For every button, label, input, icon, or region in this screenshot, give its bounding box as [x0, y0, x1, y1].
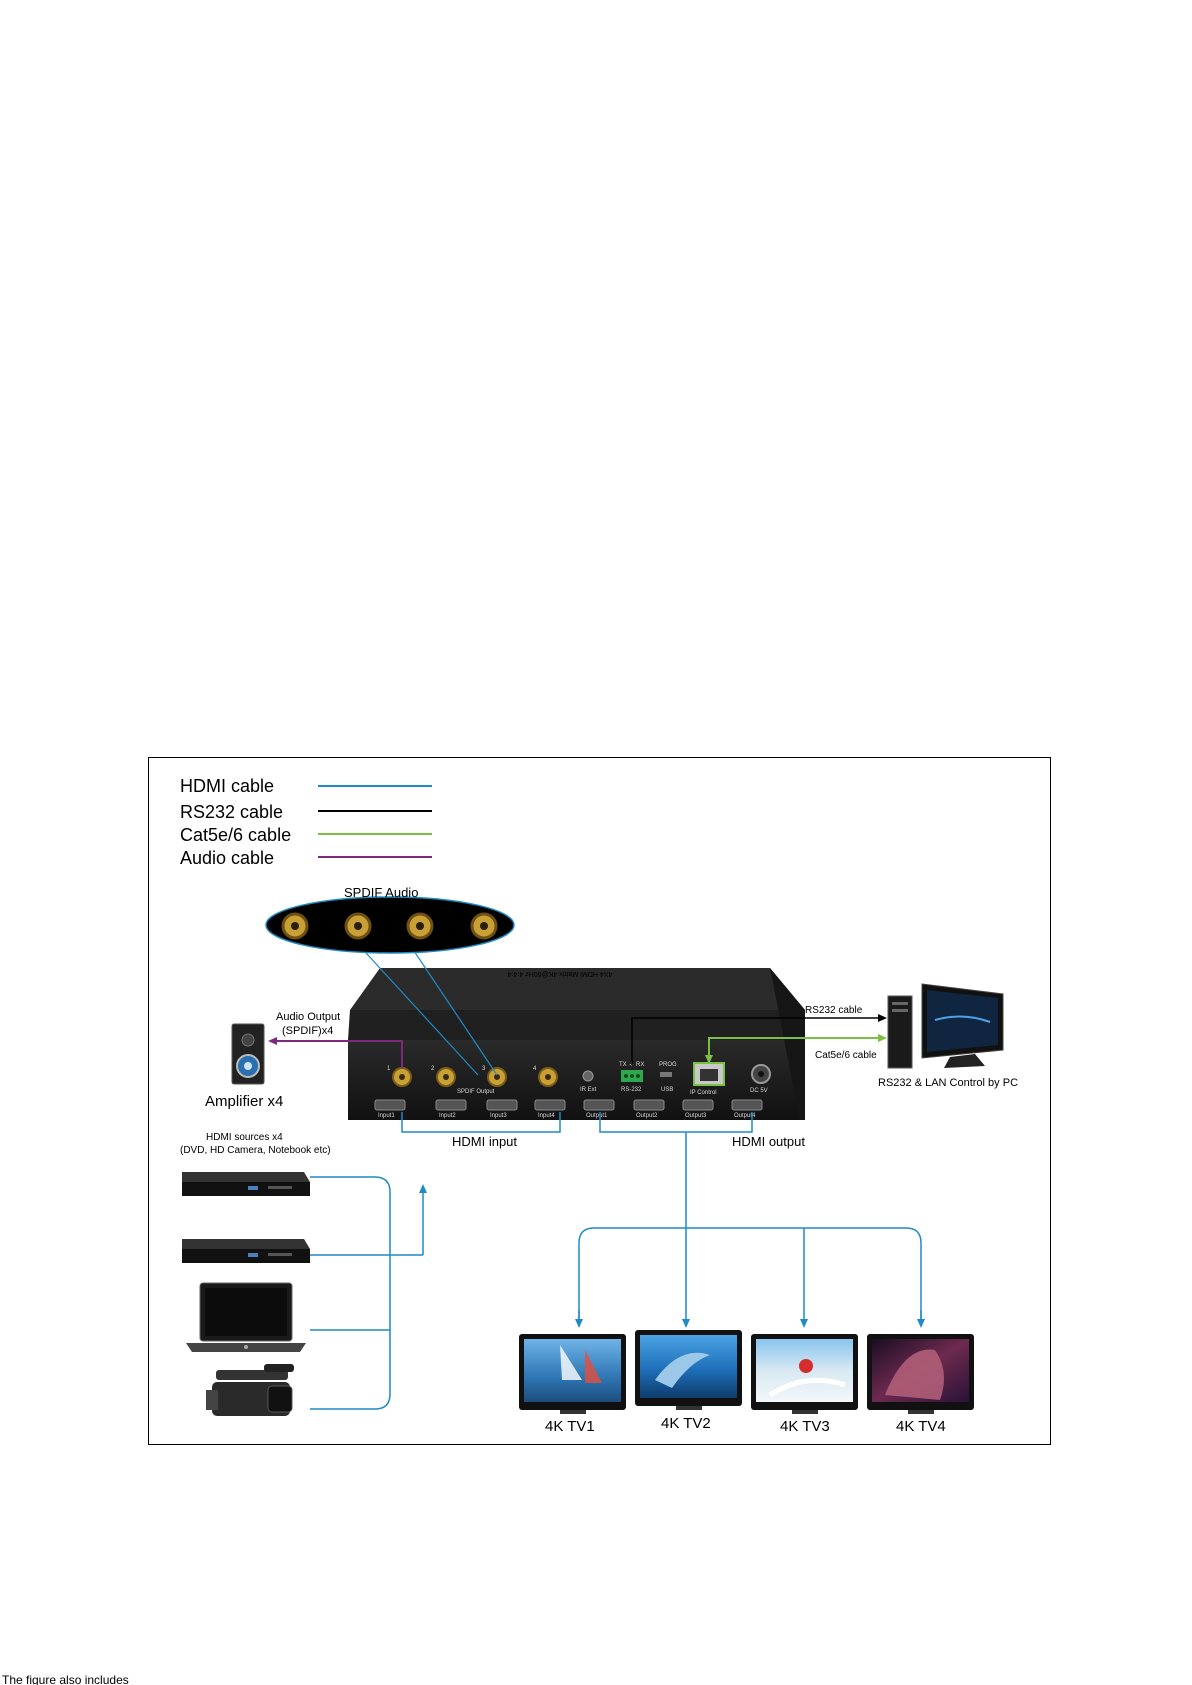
tv-label: 4K TV2 — [661, 1415, 711, 1432]
hdmi-output-ports: Output1 Output2 Output3 Output4 — [583, 1099, 763, 1119]
output-port-label: Output4 — [734, 1113, 756, 1119]
dvd-player-icon — [182, 1239, 310, 1263]
input-port-label: Input1 — [378, 1113, 395, 1119]
pc-icon — [887, 983, 1004, 1069]
hdmi-input-bus — [401, 1112, 561, 1133]
amplifier-label: Amplifier x4 — [205, 1093, 283, 1110]
tv-label: 4K TV4 — [896, 1418, 946, 1435]
hdmi-port-icon — [435, 1099, 467, 1111]
legend-label-cat: Cat5e/6 cable — [180, 825, 291, 845]
tv-label: 4K TV3 — [780, 1418, 830, 1435]
dvd-player-icon — [182, 1172, 310, 1196]
spdif-number: 1 — [276, 915, 280, 922]
tv-2: 4K TV2 — [635, 1330, 742, 1432]
rca-number: 4 — [533, 1066, 537, 1072]
usb-port-icon — [660, 1072, 672, 1077]
rs232-cable — [631, 1014, 887, 1065]
legend-label-rs232: RS232 cable — [180, 802, 283, 822]
usb-label: USB — [661, 1087, 673, 1093]
spdif-output-label: SPDIF Output — [371, 940, 415, 947]
hdmi-port-icon — [731, 1099, 763, 1111]
spdif-number: 3 — [400, 915, 404, 922]
footer-text: The figure also includes — [2, 1673, 129, 1685]
device-top-surface — [350, 968, 805, 1010]
input-port-label: Input4 — [538, 1113, 555, 1119]
legend-item-audio: Audio cable — [180, 848, 432, 868]
ip-control-label: IP Control — [690, 1090, 717, 1096]
audio-output-label-line2: (SPDIF)x4 — [282, 1025, 333, 1037]
hdmi-output-bus — [599, 1112, 753, 1133]
pc-control-label: RS232 & LAN Control by PC — [878, 1077, 1018, 1089]
ir-label: IR Ext — [580, 1087, 597, 1093]
hdmi-output-label: HDMI output — [732, 1134, 805, 1149]
legend-label-audio: Audio cable — [180, 848, 274, 868]
rca-number: 3 — [482, 1066, 486, 1072]
prog-label: PROG — [659, 1062, 677, 1068]
spdif-number: 2 — [338, 915, 342, 922]
spdif-zoom-ellipse — [265, 896, 515, 954]
legend-label-hdmi: HDMI cable — [180, 776, 274, 796]
ir-jack-icon — [582, 1070, 594, 1082]
rca-number: 2 — [431, 1066, 435, 1072]
legend-item-hdmi: HDMI cable — [180, 776, 432, 796]
hdmi-port-icon — [534, 1099, 566, 1111]
input-port-label: Input2 — [439, 1113, 456, 1119]
tv-1: 4K TV1 — [519, 1334, 626, 1435]
hdmi-matrix-device: 4X4 HDMI Matrix 4K@60Hz 4:4:4 1 2 3 4 SP… — [348, 968, 805, 1120]
hdmi-sources-bracket — [310, 1176, 391, 1410]
amplifier-icon — [231, 1023, 265, 1085]
output-port-label: Output1 — [586, 1113, 608, 1119]
tv-label: 4K TV1 — [545, 1418, 595, 1435]
legend: HDMI cable RS232 cable Cat5e/6 cable Aud… — [180, 776, 432, 868]
camcorder-icon — [206, 1364, 294, 1416]
hdmi-port-icon — [374, 1099, 406, 1111]
legend-item-rs232: RS232 cable — [180, 802, 432, 822]
spdif-title: SPDIF Audio — [344, 885, 418, 900]
hdmi-port-icon — [583, 1099, 615, 1111]
device-front-face — [348, 1040, 803, 1120]
hdmi-port-icon — [486, 1099, 518, 1111]
rs232-cable-label: RS232 cable — [805, 1005, 863, 1016]
hdmi-input-label: HDMI input — [452, 1134, 517, 1149]
rs232-label: RS-232 — [621, 1087, 642, 1093]
input-port-label: Input3 — [490, 1113, 507, 1119]
audio-output-label-line1: Audio Output — [276, 1011, 340, 1023]
dc-label: DC 5V — [750, 1088, 768, 1094]
tv-3: 4K TV3 — [751, 1334, 858, 1435]
hdmi-sources-label-line1: HDMI sources x4 — [206, 1132, 283, 1143]
hdmi-port-icon — [633, 1099, 665, 1111]
pc-tower-icon — [887, 995, 913, 1069]
device-top-label: 4X4 HDMI Matrix 4K@60Hz 4:4:4 — [508, 970, 613, 977]
device-spdif-label: SPDIF Output — [457, 1089, 495, 1095]
laptop-icon — [186, 1282, 306, 1352]
spdif-zoom-callout: SPDIF Audio 1 2 3 4 SPDIF Output — [265, 885, 515, 1076]
hdmi-output-distribution — [578, 1227, 922, 1326]
device-spdif-jacks: 1 2 3 4 SPDIF Output — [387, 1066, 558, 1095]
audio-cable — [268, 1037, 403, 1068]
spdif-zoom-jacks: 1 2 3 4 SPDIF Output — [276, 912, 498, 947]
spdif-number: 4 — [462, 915, 466, 922]
output-port-label: Output2 — [636, 1113, 658, 1119]
tv-4: 4K TV4 — [867, 1334, 974, 1435]
legend-item-cat: Cat5e/6 cable — [180, 825, 432, 845]
hdmi-sources-label-line2: (DVD, HD Camera, Notebook etc) — [180, 1145, 331, 1156]
output-port-label: Output3 — [685, 1113, 707, 1119]
hdmi-port-icon — [682, 1099, 714, 1111]
cat-cable-label: Cat5e/6 cable — [815, 1050, 877, 1061]
hdmi-input-ports: Input1 Input2 Input3 Input4 — [374, 1099, 566, 1119]
rca-number: 1 — [387, 1066, 391, 1072]
